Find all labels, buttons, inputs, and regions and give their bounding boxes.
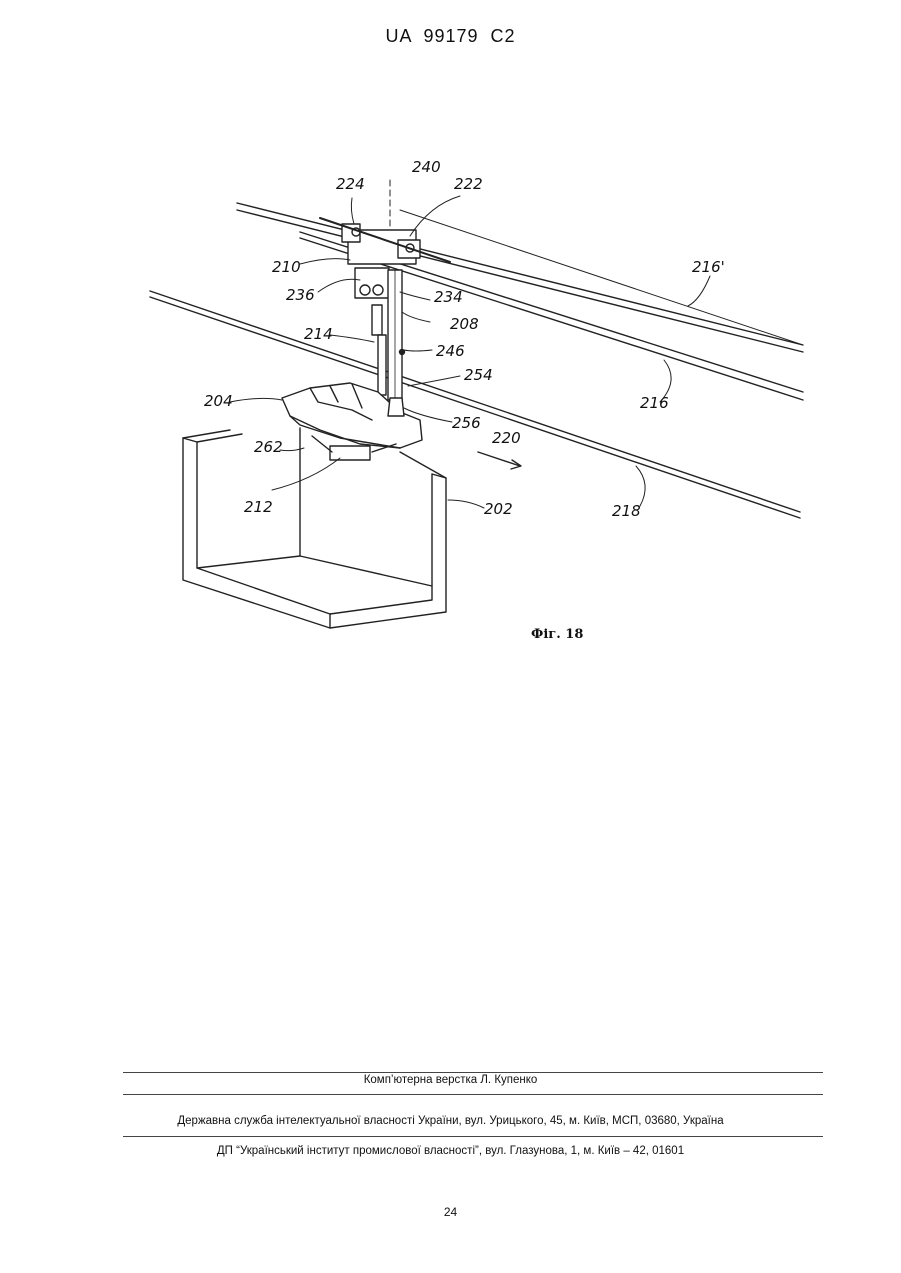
layout-credit: Комп’ютерна верстка Л. Купенко (0, 1074, 901, 1086)
label-246: 246 (436, 342, 465, 360)
page-number: 24 (0, 1205, 901, 1219)
patent-drawing: 240 224 222 210 236 234 216' 208 214 246… (140, 150, 820, 660)
patent-number-header: UA 99179 C2 (0, 26, 901, 47)
label-262: 262 (254, 438, 283, 456)
gripper-256 (388, 398, 404, 416)
label-216-prime: 216' (692, 258, 725, 276)
label-236: 236 (286, 286, 315, 304)
figure-caption: Фіг. 18 (531, 627, 583, 642)
label-208: 208 (450, 315, 479, 333)
label-224: 224 (336, 175, 365, 193)
label-220: 220 (492, 429, 521, 447)
agency-address: Державна служба інтелектуальної власност… (0, 1115, 901, 1127)
figure-18-drawing: 240 224 222 210 236 234 216' 208 214 246… (140, 150, 820, 660)
direction-arrow-220 (478, 452, 520, 466)
dip-tank-202 (183, 428, 446, 628)
label-254: 254 (464, 366, 493, 384)
footer-rule-middle (123, 1094, 823, 1095)
label-202: 202 (484, 500, 513, 518)
institute-address: ДП “Український інститут промислової вла… (0, 1145, 901, 1157)
label-204: 204 (204, 392, 233, 410)
label-256: 256 (452, 414, 481, 432)
label-212: 212 (244, 498, 273, 516)
footer-rule-top (123, 1072, 823, 1073)
label-216: 216 (640, 394, 669, 412)
label-234: 234 (434, 288, 463, 306)
label-222: 222 (454, 175, 483, 193)
label-214: 214 (304, 325, 333, 343)
label-240: 240 (412, 158, 441, 176)
label-210: 210 (272, 258, 301, 276)
footer-rule-bottom (123, 1136, 823, 1137)
label-218: 218 (612, 502, 641, 520)
